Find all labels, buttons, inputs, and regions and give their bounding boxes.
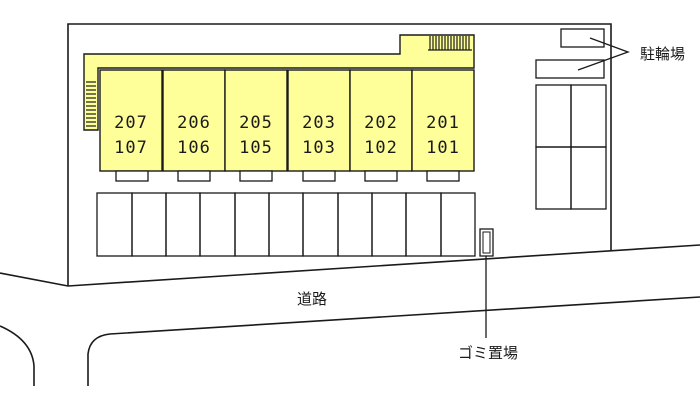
- road-label: 道路: [297, 290, 327, 308]
- bicycle-parking-label: 駐輪場: [640, 45, 685, 63]
- unit-upper-number: 202: [364, 113, 398, 133]
- unit-lower-number: 103: [302, 138, 336, 158]
- unit-meter: [115, 170, 149, 182]
- unit-4: 203 103: [287, 69, 351, 182]
- unit-meter: [364, 170, 398, 182]
- parking-stall: [405, 192, 442, 257]
- parking-stall: [337, 192, 373, 257]
- unit-5: 202 102: [349, 69, 413, 182]
- property-boundary: [67, 23, 612, 286]
- unit-1: 207 107: [99, 69, 163, 182]
- unit-block: [411, 69, 475, 172]
- garbage-label: ゴミ置場: [458, 344, 518, 362]
- parking-stall: [234, 192, 270, 257]
- unit-meter: [177, 170, 211, 182]
- unit-6: 201 101: [411, 69, 475, 182]
- road-upper-edge: [67, 244, 700, 287]
- unit-3: 205 105: [224, 69, 288, 182]
- parking-stall: [96, 192, 133, 257]
- road-lower-edge: [87, 296, 700, 386]
- parking-stall: [302, 192, 339, 257]
- side-stall: [535, 84, 572, 148]
- unit-upper-number: 207: [114, 113, 148, 133]
- upper-stairs: [428, 36, 472, 51]
- road-upper-edge-left: [0, 272, 69, 287]
- unit-upper-number: 203: [302, 113, 336, 133]
- unit-lower-number: 105: [239, 138, 273, 158]
- unit-upper-number: 206: [177, 113, 211, 133]
- side-parking: [535, 84, 607, 210]
- parking-stall: [371, 192, 407, 257]
- building-outline: [83, 34, 475, 131]
- unit-lower-number: 102: [364, 138, 398, 158]
- bicycle-area-upper: [560, 28, 605, 48]
- unit-lower-number: 107: [114, 138, 148, 158]
- parking-stall: [165, 192, 201, 257]
- left-stairs: [86, 81, 96, 127]
- road-left-curb: [0, 325, 35, 386]
- unit-meter: [426, 170, 460, 182]
- unit-meter: [302, 170, 336, 182]
- side-stall: [570, 146, 607, 210]
- parking-stall: [440, 192, 476, 257]
- unit-block: [162, 69, 226, 172]
- unit-meter: [239, 170, 273, 182]
- unit-lower-number: 101: [426, 138, 460, 158]
- unit-upper-number: 201: [426, 113, 460, 133]
- garbage-box: [479, 228, 494, 257]
- parking-stall: [268, 192, 304, 257]
- parking-stall: [131, 192, 167, 257]
- unit-block: [224, 69, 288, 172]
- unit-2: 206 106: [162, 69, 226, 182]
- side-stall: [535, 146, 572, 210]
- parking-lot: [96, 192, 476, 257]
- unit-upper-number: 205: [239, 113, 273, 133]
- parking-stall: [199, 192, 236, 257]
- bicycle-area-lower: [535, 59, 605, 79]
- garbage-box-inner: [482, 231, 491, 254]
- unit-block: [99, 69, 163, 172]
- unit-lower-number: 106: [177, 138, 211, 158]
- bicycle-leader-line: [577, 37, 630, 71]
- side-stall: [570, 84, 607, 148]
